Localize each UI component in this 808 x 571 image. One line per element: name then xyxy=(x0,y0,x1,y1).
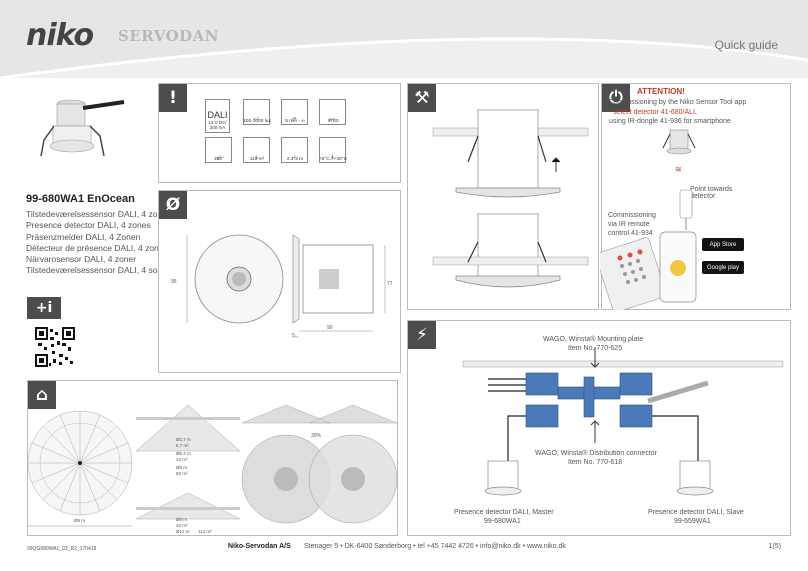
angle-spec-icon: ◿ xyxy=(205,137,232,163)
power-badge: ⏻ xyxy=(602,84,630,112)
range-6-area: 113 m² xyxy=(198,529,212,534)
remote-label: Commissioning via IR remote control 41-9… xyxy=(608,212,656,237)
connector-item: Item No. 770-618 xyxy=(568,459,623,466)
company-name: Niko-Servodan A/S xyxy=(228,543,291,550)
product-descriptions: Tilstedeværelsessensor DALI, 4 zoner Pre… xyxy=(26,209,170,277)
dimensions-panel: Ø 95 90 77 5 xyxy=(158,190,401,373)
detector-small-image xyxy=(662,129,696,155)
time-label: 5 min - ∞ xyxy=(285,119,305,124)
ip-spec-icon: ◊◊ xyxy=(319,99,346,125)
range-5: Ø5 m xyxy=(176,517,188,522)
dim-90: 90 xyxy=(327,325,333,331)
range-3-area: 50 m² xyxy=(176,471,188,476)
dim-5: 5 xyxy=(292,333,295,339)
range-3: Ø8 m xyxy=(176,465,188,470)
page-number: 1(5) xyxy=(768,543,781,550)
dim-77: 77 xyxy=(387,281,393,287)
desc-line: Presence detector DALI, 4 zones xyxy=(26,220,151,231)
mounting-plate-label: WAGO, Winsta® Mounting plate xyxy=(543,336,644,343)
sub-brand-logo: SERVODAN xyxy=(118,27,219,45)
temp-label: +5°C...+40°C xyxy=(318,157,348,162)
voltage-label: 12 V DC/ 200 mA xyxy=(208,120,227,130)
lux-label: 100-1000 lux xyxy=(243,119,271,124)
doc-id: 99QG680WA1_03_R2_170419 xyxy=(27,546,97,552)
dali-label: DALI xyxy=(207,110,228,120)
desc-line: Närvarosensor DALI, 4 zoner xyxy=(26,254,137,265)
height-label: 2.4-3 m xyxy=(286,157,304,162)
info-panel: +i xyxy=(27,297,84,372)
attention-body: Commissioning by the Niko Sensor Tool ap… xyxy=(609,98,799,127)
doc-type-label: Quick guide xyxy=(714,38,778,52)
detection-diagram xyxy=(28,404,398,527)
angle-label: 360° xyxy=(214,157,224,162)
range-5-area: 20 m² xyxy=(176,523,188,528)
company-address[interactable]: Stenager 5 • DK-6400 Sønderborg • tel +4… xyxy=(304,543,566,550)
ir-signal-icon: ≋ xyxy=(675,165,682,174)
product-image xyxy=(40,99,125,157)
height-spec-icon: ⊥ xyxy=(281,137,308,163)
desc-line: Präsenzmelder DALI, 4 Zonen xyxy=(26,231,141,242)
ip-label: IP 20 xyxy=(327,119,339,124)
electric-badge: ⚡ xyxy=(408,321,436,349)
wiring-panel: ⚡ WAGO, Winsta® Mounting plate Item No. … xyxy=(407,320,791,536)
detection-badge: ⌂ xyxy=(28,381,56,409)
connector-label: WAGO, Winsta® Distribution connector xyxy=(535,450,657,457)
master-label: Presence detector DALI, Master xyxy=(454,509,554,516)
desc-line: Détecteur de présence DALI, 4 zone xyxy=(26,242,164,253)
slave-label: Presence detector DALI, Slave xyxy=(648,509,744,516)
lux-spec-icon: ☼☾ xyxy=(243,99,270,125)
dimension-drawing xyxy=(186,234,386,338)
desc-line: Tilstedeværelsessensor DALI, 4 zoner xyxy=(26,209,170,219)
dim-95: 95 xyxy=(171,279,177,285)
range-2: Ø5,4 m xyxy=(176,451,191,456)
attention-line3: using IR-dongle 41-936 for smartphone xyxy=(609,118,731,125)
wiring-diagram xyxy=(462,347,784,496)
area-spec-icon: ◬ xyxy=(243,137,270,163)
master-code: 99-680WA1 xyxy=(484,518,521,525)
tools-badge: ⚒ xyxy=(408,84,436,112)
area-label: 113 m² xyxy=(249,157,265,162)
timer-spec-icon: ◷ xyxy=(281,99,308,125)
info-badge: +i xyxy=(27,297,61,319)
detection-panel: ⌂ 30% Ø2,7 m 5,7 m² Ø5,4 m 23 m² Ø8 m 50… xyxy=(27,380,398,536)
ir-dongle-image xyxy=(679,189,693,230)
attention-line1: Commissioning by the Niko Sensor Tool ap… xyxy=(609,99,747,106)
attention-line2: - select detector 41-680/ALL xyxy=(609,108,697,116)
brand-logo: niko xyxy=(26,18,94,53)
range-1-area: 5,7 m² xyxy=(176,443,189,448)
mounting-panel: ⚒ xyxy=(407,83,599,310)
header-swoosh xyxy=(0,0,808,80)
mounting-drawing xyxy=(432,109,589,288)
qr-code[interactable] xyxy=(35,327,75,367)
attention-title: ATTENTION! xyxy=(637,87,685,96)
google-play-button[interactable]: Google play xyxy=(702,261,744,274)
diameter-badge: Ø xyxy=(159,191,187,219)
desc-line: Tilstedeværelsessensor DALI, 4 soner xyxy=(26,265,170,276)
mounting-plate-item: Item No. 770-625 xyxy=(568,345,623,352)
range-6: Ø12 m xyxy=(176,529,190,534)
product-code: 99-680WA1 EnOcean xyxy=(26,193,135,205)
overlap-pct: 30% xyxy=(311,433,322,439)
temp-spec-icon: 🌡 xyxy=(319,137,346,163)
range-2-area: 23 m² xyxy=(176,457,188,462)
point-towards-label: Point towards detector xyxy=(690,186,733,200)
range-1: Ø2,7 m xyxy=(176,437,191,442)
slave-code: 99-659WA1 xyxy=(674,518,711,525)
range-4: Ø9 m xyxy=(74,518,86,523)
app-store-button[interactable]: App Store xyxy=(702,238,744,251)
remote-and-phone-image xyxy=(600,231,697,310)
warning-badge: ! xyxy=(159,84,187,112)
